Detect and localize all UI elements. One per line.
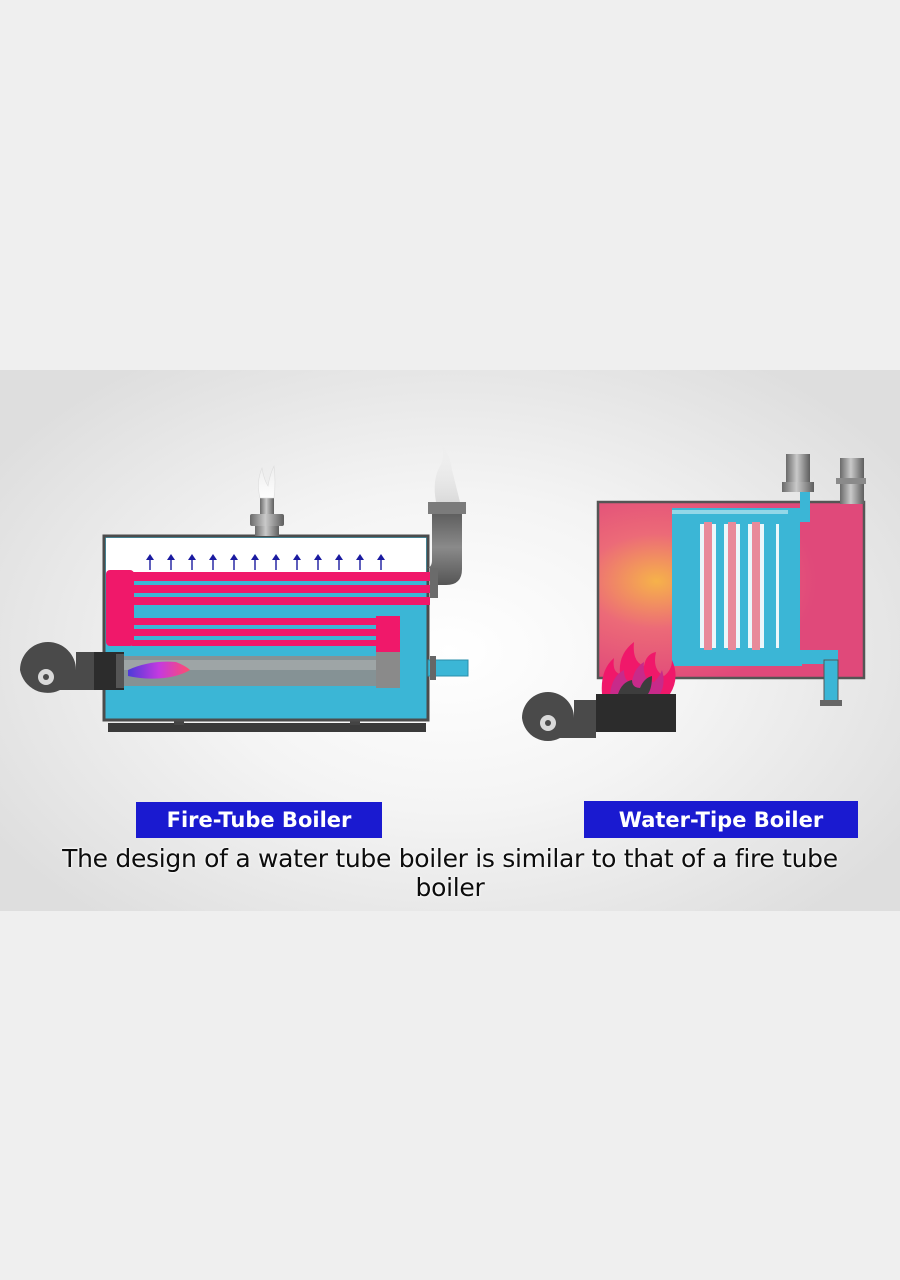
fire-tube-boiler	[20, 442, 469, 732]
flue-stack-cap	[428, 502, 466, 514]
water-tube-boiler-label-text: Water-Tipe Boiler	[618, 807, 824, 832]
fire-tube-bank	[132, 572, 430, 646]
subtitle-caption: The design of a water tube boiler is sim…	[62, 844, 838, 902]
arrow-up-icon	[188, 554, 196, 570]
arrow-up-icon	[272, 554, 280, 570]
water-outlet-pipe	[427, 659, 469, 677]
steam-valve-body	[250, 514, 284, 526]
steam-vapor	[258, 464, 276, 499]
flame-icon	[601, 642, 676, 694]
arrow-up-icon	[314, 554, 322, 570]
fan-housing-icon	[522, 692, 596, 742]
arrow-up-icon	[335, 554, 343, 570]
arrow-up-icon	[146, 554, 154, 570]
water-tube-boiler-label: Water-Tipe Boiler	[584, 801, 858, 838]
fire-tube-boiler-label: Fire-Tube Boiler	[136, 802, 382, 838]
arrow-up-icon	[167, 554, 175, 570]
firebox-grate	[596, 694, 676, 732]
furnace-return-chamber	[376, 652, 400, 688]
steam-arrow-row	[146, 554, 385, 570]
fan-housing-icon	[20, 642, 94, 693]
arrow-up-icon	[377, 554, 385, 570]
fire-tube-steam-space	[106, 538, 426, 574]
flue-duct	[426, 510, 462, 585]
water-tube-boiler	[522, 454, 866, 742]
arrow-up-icon	[230, 554, 238, 570]
video-frame: Fire-Tube Boiler Water-Tipe Boiler The d…	[0, 370, 900, 911]
chimney-smoke	[434, 442, 460, 502]
fire-tube-boiler-label-text: Fire-Tube Boiler	[166, 808, 352, 832]
arrow-up-icon	[251, 554, 259, 570]
boiler-diagram	[20, 442, 866, 742]
fire-tube-skid	[108, 723, 426, 732]
drain-pipe	[823, 659, 839, 705]
front-smoke-box	[106, 570, 134, 646]
arrow-up-icon	[356, 554, 364, 570]
water-tube-bank	[672, 518, 838, 666]
arrow-up-icon	[293, 554, 301, 570]
flame-icon	[128, 661, 190, 679]
arrow-up-icon	[209, 554, 217, 570]
